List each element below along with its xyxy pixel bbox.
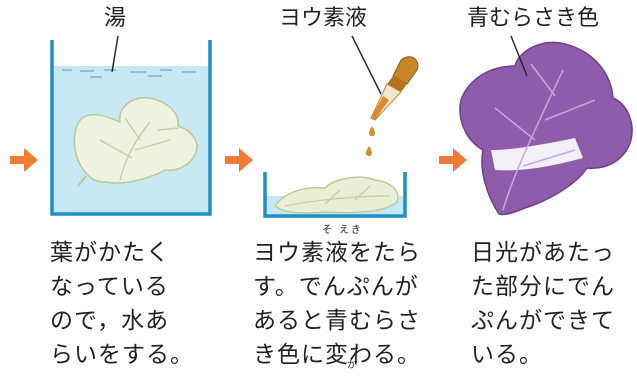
label-pointer [111, 35, 119, 73]
beaker-hot-water-illustration [10, 35, 212, 216]
step-3-line: 日光があたっ [471, 240, 615, 266]
purple-leaf [459, 41, 633, 216]
dish [263, 172, 407, 218]
stained-leaf-illustration [439, 35, 633, 216]
iodine-dish-illustration [225, 35, 419, 218]
step-2-text-part: 素液 [301, 240, 349, 266]
furigana-ka: か [347, 360, 359, 371]
step-1-line: なっている [50, 274, 169, 300]
iodine-drop [366, 146, 372, 156]
step-1-line: 葉がかたく [50, 240, 170, 266]
leaf-in-water [73, 97, 198, 187]
panel-iodine: ヨウ素液 そ えき か ヨウ素液をたら す。でんぷんが あると青むらさ き色に変… [225, 0, 435, 383]
water-ripples [62, 69, 196, 78]
step-3-line: た部分にでん [471, 274, 615, 300]
iodine-drop [369, 126, 375, 136]
arrow-right-icon [10, 148, 38, 172]
step-3-line: ぷんができて [471, 308, 615, 334]
furigana-soeki: そ えき [322, 225, 363, 236]
step-1-line: ので，水あ [50, 308, 170, 334]
dropper [370, 56, 419, 121]
step-3-line: いる。 [471, 342, 543, 368]
beaker [50, 40, 212, 216]
step-2-line: す。でんぷんが [253, 274, 419, 300]
step-2-text: ヨウ素液をたら す。でんぷんが あると青むらさ き色に変わる。 [253, 236, 421, 372]
label-pointer [510, 35, 528, 77]
step-2-text-part: ヨウ [253, 240, 301, 266]
step-2-text-part: をたら [349, 240, 421, 266]
step-2-text-part: 変 [325, 342, 349, 368]
step-2-text-part: わる。 [349, 342, 421, 368]
label-hot-water: 湯 [104, 6, 127, 31]
label-iodine: ヨウ素液 [279, 6, 368, 31]
step-3-text: 日光があたっ た部分にでん ぷんができて いる。 [471, 236, 615, 372]
leaf-in-dish [274, 176, 399, 214]
step-2-line: き色に変わる。 [253, 338, 421, 372]
step-1-line: らいをする。 [50, 342, 194, 368]
label-purple: 青むらさき色 [467, 6, 600, 31]
arrow-right-icon [225, 148, 253, 172]
panel-purple-leaf: 青むらさき色 日光があたっ た部分にでん ぷんができて いる。 [435, 0, 637, 383]
label-pointer [351, 35, 382, 95]
panel-hot-water: 湯 葉がかたく なっている ので，水あ らいをする。 [0, 0, 225, 383]
step-2-line: ヨウ素液をたら [253, 236, 421, 270]
arrow-right-icon [439, 148, 467, 172]
step-2-line: あると青むらさ [253, 308, 421, 334]
step-1-text: 葉がかたく なっている ので，水あ らいをする。 [50, 236, 194, 372]
step-2-text-part: き色に [253, 342, 325, 368]
